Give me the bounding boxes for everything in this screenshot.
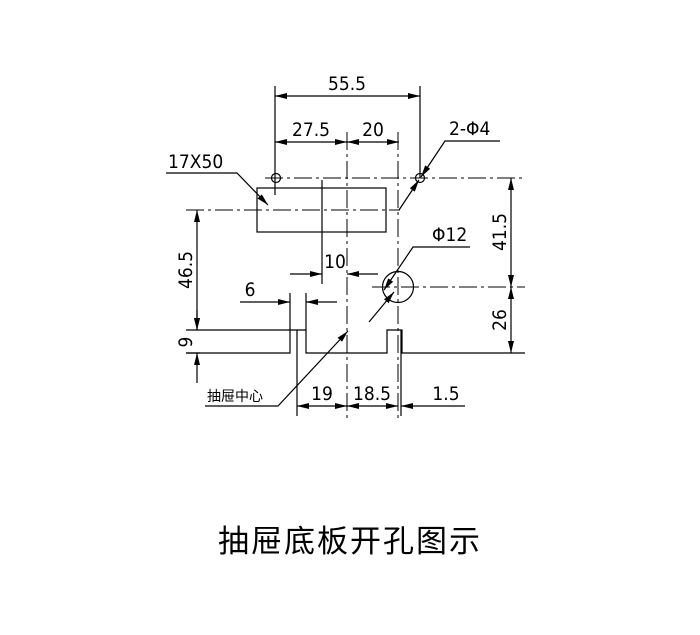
dim-55-5: 55.5 [328,73,366,95]
notch-profile [186,329,525,354]
small-hole-left [270,172,282,184]
dim-19: 19 [311,383,333,405]
dim-27-5: 27.5 [292,119,330,141]
dim-10: 10 [324,251,346,273]
dim-9: 9 [175,337,197,348]
dim-26: 26 [489,309,511,331]
extension-lines [186,86,421,416]
dim-1-5: 1.5 [432,383,459,405]
dim-6: 6 [245,279,256,301]
leaders [166,140,500,407]
dim-41-5: 41.5 [489,213,511,251]
label-rect-size: 17X50 [168,151,223,173]
part-outline [186,172,525,354]
drawing-title: 抽屉底板开孔图示 [218,524,482,560]
dim-18-5: 18.5 [353,383,391,405]
dimension-lines [194,93,514,409]
label-drawer-center: 抽屉中心 [207,389,263,405]
label-large-hole: Φ12 [432,224,467,246]
centerlines [186,132,525,420]
large-hole [381,270,415,304]
dim-46-5: 46.5 [175,251,197,289]
dim-20: 20 [362,119,384,141]
label-small-holes: 2-Φ4 [449,118,490,140]
